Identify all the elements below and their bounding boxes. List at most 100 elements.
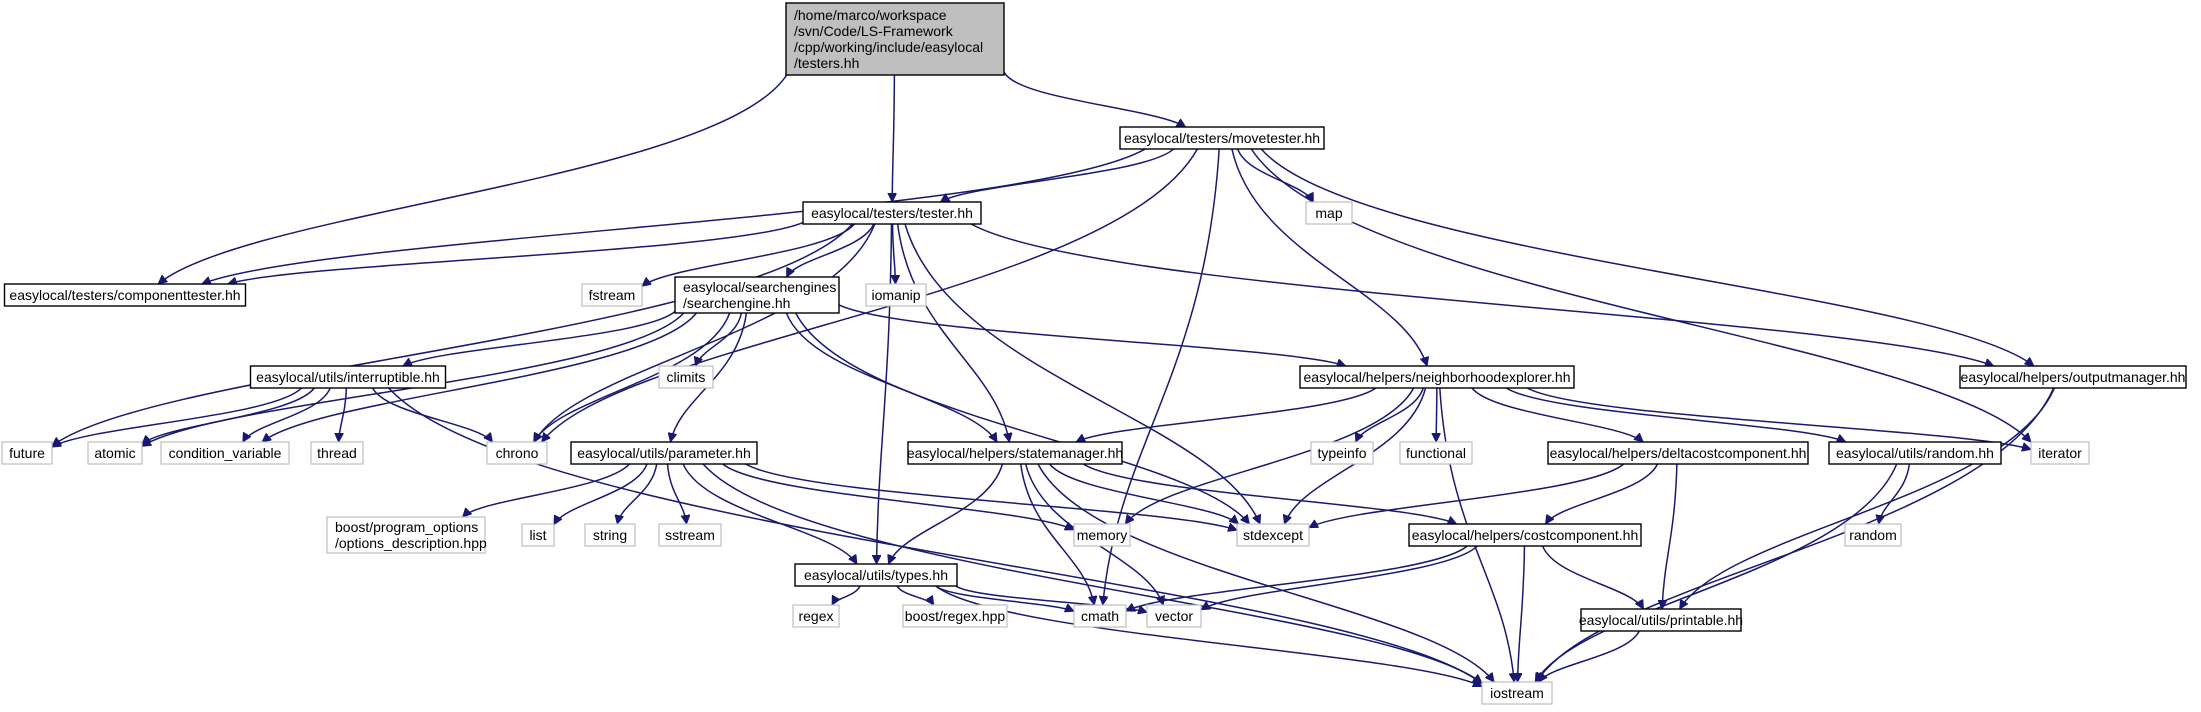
node-random-hh[interactable]: easylocal/utils/random.hh bbox=[1828, 441, 2002, 465]
edge-tester-to-stdexcept bbox=[904, 223, 1260, 524]
edge-interruptible-to-chrono bbox=[371, 387, 492, 442]
node-box bbox=[521, 523, 555, 547]
node-memory: memory bbox=[1073, 523, 1131, 547]
node-label: easylocal/utils/random.hh bbox=[1836, 445, 1994, 461]
edge-tester-to-fstream bbox=[642, 223, 856, 286]
edge-tester-to-componenttester bbox=[228, 221, 804, 284]
edge-movetester-to-chrono bbox=[542, 148, 1199, 442]
edge-movetester-to-iterator bbox=[1250, 148, 2031, 442]
node-stdexcept: stdexcept bbox=[1236, 523, 1310, 547]
node-movetester[interactable]: easylocal/testers/movetester.hh bbox=[1119, 126, 1325, 150]
node-typeinfo: typeinfo bbox=[1310, 441, 1374, 465]
edge-random-hh-to-iostream bbox=[1534, 463, 1898, 682]
edge-interruptible-to-atomic bbox=[142, 387, 315, 444]
node-label: vector bbox=[1155, 608, 1193, 624]
node-climits: climits bbox=[658, 365, 714, 389]
node-box bbox=[1146, 604, 1202, 628]
node-statemanager[interactable]: easylocal/helpers/statemanager.hh bbox=[907, 441, 1123, 465]
edge-deltacostcomponent-to-stdexcept bbox=[1309, 463, 1625, 529]
node-box bbox=[1, 441, 53, 465]
node-printable[interactable]: easylocal/utils/printable.hh bbox=[1579, 608, 1743, 632]
node-iostream: iostream bbox=[1481, 681, 1553, 705]
node-label: easylocal/utils/types.hh bbox=[804, 567, 948, 583]
edge-tester-to-future bbox=[52, 223, 853, 446]
node-box bbox=[326, 516, 486, 554]
edge-root-to-movetester bbox=[1003, 71, 1186, 128]
edge-parameter-to-list bbox=[553, 463, 648, 525]
node-box bbox=[1310, 441, 1374, 465]
node-box bbox=[584, 523, 636, 547]
node-searchengine[interactable]: easylocal/searchengines/searchengine.hh bbox=[674, 276, 840, 314]
node-deltacostcomponent[interactable]: easylocal/helpers/deltacostcomponent.hh bbox=[1547, 441, 1809, 465]
node-componenttester[interactable]: easylocal/testers/componenttester.hh bbox=[3, 283, 247, 307]
node-costcomponent[interactable]: easylocal/helpers/costcomponent.hh bbox=[1408, 523, 1642, 547]
node-vector: vector bbox=[1146, 604, 1202, 628]
node-box bbox=[310, 441, 364, 465]
edge-movetester-to-componenttester bbox=[202, 148, 1146, 284]
node-future: future bbox=[1, 441, 53, 465]
node-chrono: chrono bbox=[486, 441, 548, 465]
node-label: map bbox=[1315, 205, 1342, 221]
edge-neighborhoodexplorer-to-iostream bbox=[1439, 387, 1514, 682]
node-box bbox=[1828, 441, 2002, 465]
node-interruptible[interactable]: easylocal/utils/interruptible.hh bbox=[249, 365, 447, 389]
node-label: boost/regex.hpp bbox=[905, 608, 1006, 624]
node-box bbox=[3, 283, 247, 307]
node-box bbox=[792, 604, 840, 628]
edge-tester-to-statemanager bbox=[896, 223, 1010, 442]
node-types[interactable]: easylocal/utils/types.hh bbox=[794, 563, 958, 587]
edge-types-to-boost-regex bbox=[896, 585, 935, 605]
node-box bbox=[1844, 523, 1902, 547]
node-neighborhoodexplorer[interactable]: easylocal/helpers/neighborhoodexplorer.h… bbox=[1299, 365, 1575, 389]
node-label: /options_description.hpp bbox=[335, 535, 487, 551]
node-label: cmath bbox=[1081, 608, 1119, 624]
node-box bbox=[1408, 523, 1642, 547]
node-label: future bbox=[9, 445, 45, 461]
node-label: boost/program_options bbox=[335, 519, 478, 535]
node-box bbox=[249, 365, 447, 389]
edge-parameter-to-iostream bbox=[702, 463, 1482, 683]
node-label: /cpp/working/include/easylocal bbox=[794, 39, 983, 55]
node-label: functional bbox=[1406, 445, 1466, 461]
edge-tester-to-types bbox=[876, 223, 893, 564]
edge-statemanager-to-cmath bbox=[1019, 463, 1095, 605]
node-label: easylocal/utils/printable.hh bbox=[1579, 612, 1743, 628]
edge-parameter-to-sstream bbox=[666, 463, 686, 524]
node-parameter[interactable]: easylocal/utils/parameter.hh bbox=[570, 441, 758, 465]
edge-parameter-to-string bbox=[617, 463, 658, 524]
node-root[interactable]: /home/marco/workspace/svn/Code/LS-Framew… bbox=[785, 2, 1005, 76]
node-box bbox=[902, 604, 1008, 628]
node-label: easylocal/utils/parameter.hh bbox=[577, 445, 751, 461]
edge-statemanager-to-stdexcept bbox=[1049, 463, 1239, 524]
node-label: /testers.hh bbox=[794, 55, 859, 71]
edge-searchengine-to-interruptible bbox=[403, 310, 676, 367]
edge-neighborhoodexplorer-to-statemanager bbox=[1076, 387, 1377, 443]
node-label: string bbox=[593, 527, 627, 543]
edge-movetester-to-tester bbox=[940, 148, 1175, 203]
edge-printable-to-iostream bbox=[1538, 630, 1640, 682]
edge-parameter-to-stdexcept bbox=[745, 463, 1237, 530]
edge-statemanager-to-iostream bbox=[1037, 463, 1494, 682]
node-label: easylocal/testers/tester.hh bbox=[811, 205, 973, 221]
node-outputmanager[interactable]: easylocal/helpers/outputmanager.hh bbox=[1959, 365, 2187, 389]
node-box bbox=[1299, 365, 1575, 389]
node-tester[interactable]: easylocal/testers/tester.hh bbox=[802, 201, 982, 225]
node-label: condition_variable bbox=[169, 445, 282, 461]
node-box bbox=[865, 283, 927, 307]
edge-deltacostcomponent-to-printable bbox=[1662, 463, 1678, 609]
node-box bbox=[1959, 365, 2187, 389]
node-label: easylocal/helpers/outputmanager.hh bbox=[1961, 369, 2186, 385]
node-label: chrono bbox=[496, 445, 539, 461]
node-label: iostream bbox=[1490, 685, 1544, 701]
node-random: random bbox=[1844, 523, 1902, 547]
node-label: /searchengine.hh bbox=[683, 295, 790, 311]
node-label: iterator bbox=[2038, 445, 2082, 461]
node-box bbox=[2030, 441, 2090, 465]
edge-statemanager-to-types bbox=[889, 463, 1004, 564]
edge-neighborhoodexplorer-to-deltacostcomponent bbox=[1471, 387, 1643, 442]
edge-tester-to-searchengine bbox=[785, 223, 875, 277]
node-box bbox=[907, 441, 1123, 465]
edge-searchengine-to-condition-variable bbox=[262, 312, 697, 442]
